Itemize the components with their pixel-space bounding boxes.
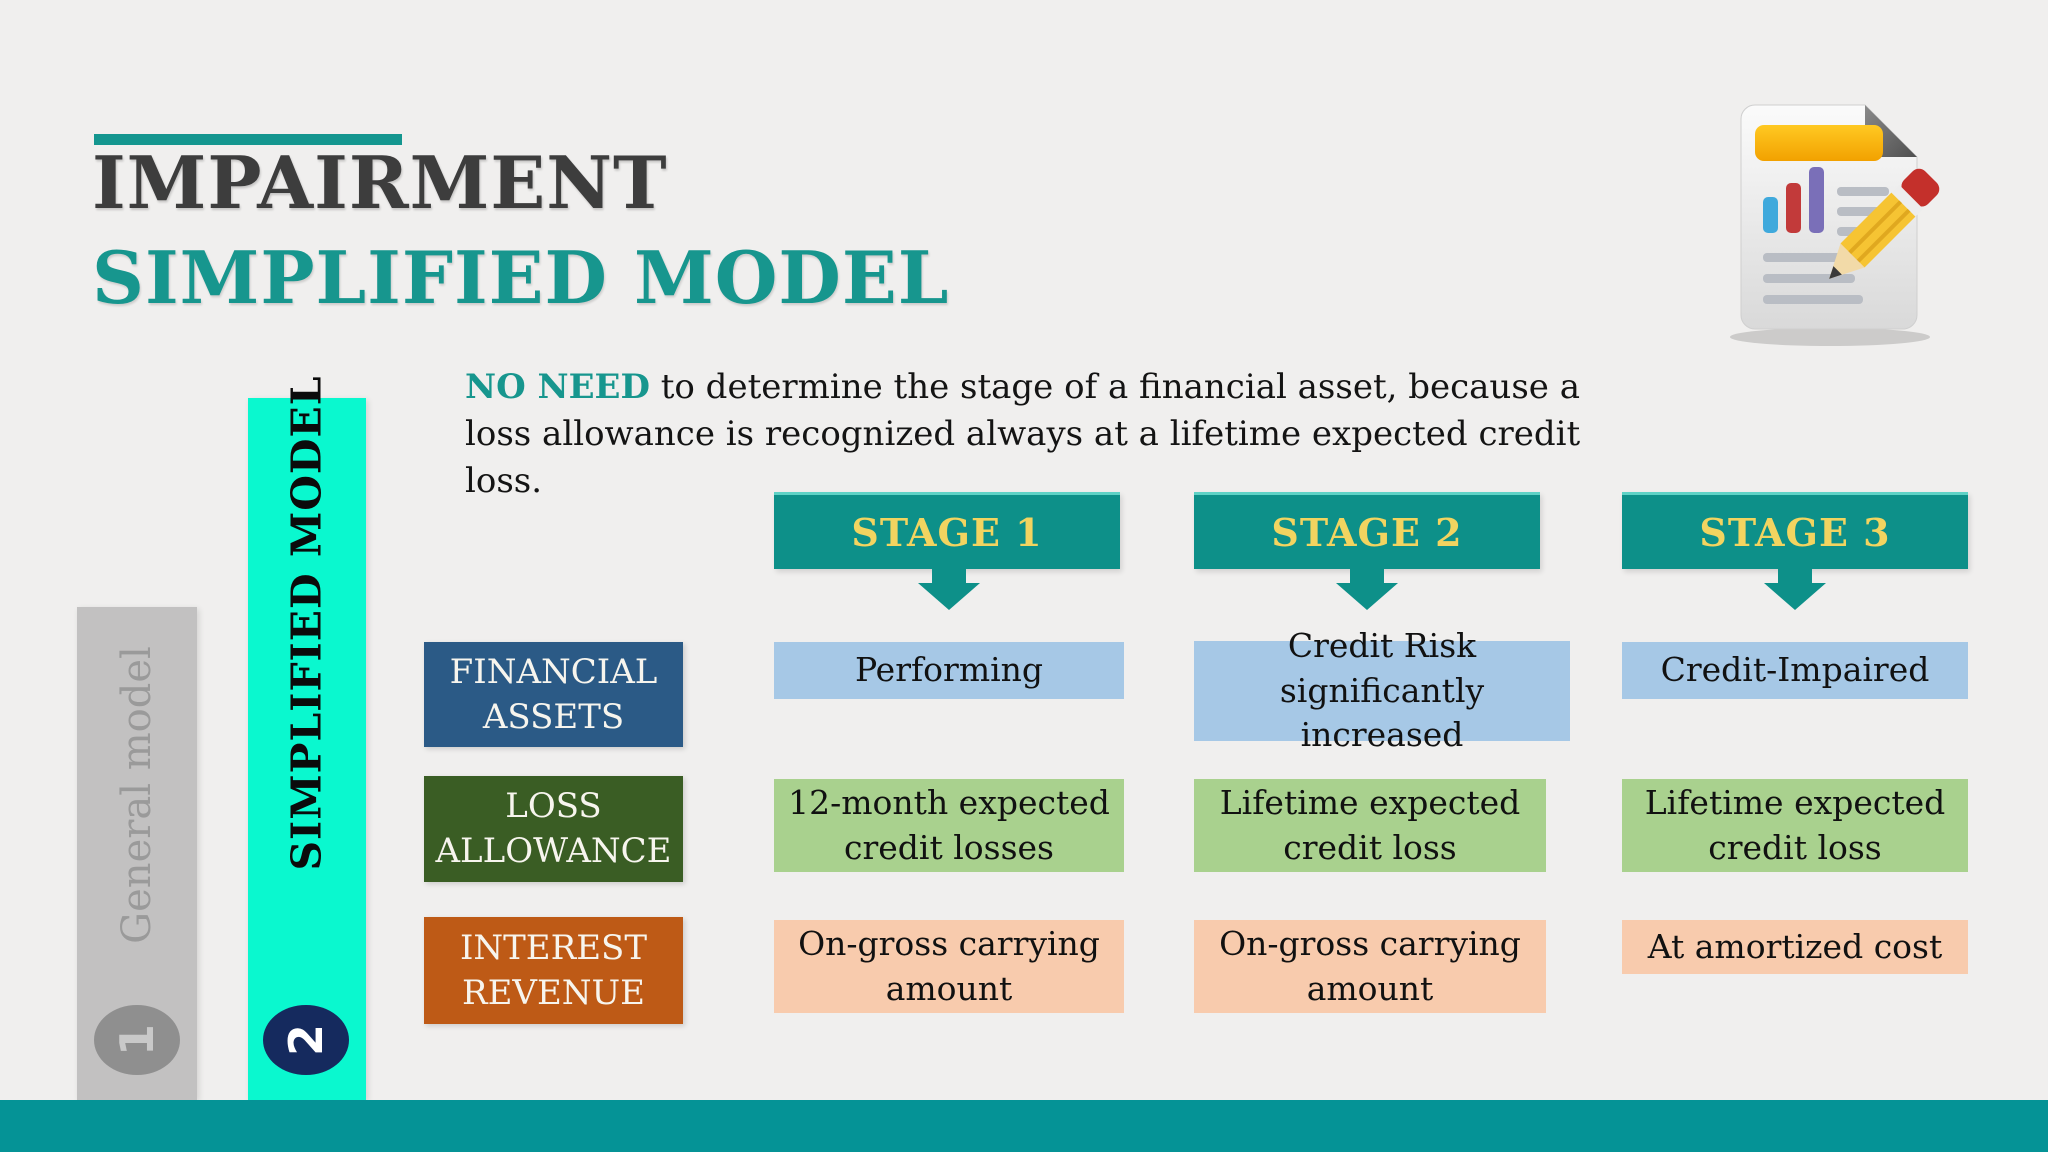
cell-stage1-interest-revenue: On-gross carrying amount bbox=[774, 920, 1124, 1013]
row-label-loss-allowance: LOSS ALLOWANCE bbox=[424, 776, 683, 882]
cell-stage3-interest-revenue: At amortized cost bbox=[1622, 920, 1968, 974]
general-model-label-wrap: General model bbox=[77, 625, 197, 965]
cell-stage1-financial-assets: Performing bbox=[774, 642, 1124, 699]
simplified-model-number: 2 bbox=[278, 1023, 333, 1057]
report-with-chart-and-pencil-icon bbox=[1725, 95, 1955, 350]
cell-stage3-financial-assets: Credit-Impaired bbox=[1622, 642, 1968, 699]
stage-1-arrow-stem bbox=[932, 569, 966, 585]
simplified-model-number-badge: 2 bbox=[263, 1005, 349, 1075]
cell-stage3-loss-allowance: Lifetime expected credit loss bbox=[1622, 779, 1968, 872]
description-highlight: NO NEED bbox=[465, 367, 650, 407]
cell-stage2-financial-assets: Credit Risk significantly increased bbox=[1194, 626, 1570, 754]
simplified-model-bar bbox=[248, 398, 366, 1100]
stage-2-arrow-stem bbox=[1350, 569, 1384, 585]
stage-1-header: STAGE 1 bbox=[774, 492, 1120, 569]
title-accent-rule bbox=[94, 134, 402, 145]
stage-3-arrow-stem bbox=[1778, 569, 1812, 585]
stage-1-down-arrow-icon bbox=[918, 583, 980, 610]
stage-2-header: STAGE 2 bbox=[1194, 492, 1540, 569]
simplified-model-label: SIMPLIFIED MODEL bbox=[283, 375, 332, 871]
page-title: IMPAIRMENT bbox=[92, 140, 668, 225]
cell-stage1-loss-allowance: 12-month expected credit losses bbox=[774, 779, 1124, 872]
row-label-financial-assets: FINANCIAL ASSETS bbox=[424, 642, 683, 747]
general-model-label: General model bbox=[114, 646, 160, 944]
simplified-model-label-wrap: SIMPLIFIED MODEL bbox=[248, 375, 366, 870]
description-body: to determine the stage of a financial as… bbox=[465, 367, 1581, 501]
stage-3-header: STAGE 3 bbox=[1622, 492, 1968, 569]
page-subtitle: SIMPLIFIED MODEL bbox=[92, 235, 950, 320]
cell-stage2-interest-revenue: On-gross carrying amount bbox=[1194, 920, 1546, 1013]
stage-2-down-arrow-icon bbox=[1336, 583, 1398, 610]
description-text: NO NEED to determine the stage of a fina… bbox=[465, 364, 1605, 505]
stage-3-down-arrow-icon bbox=[1764, 583, 1826, 610]
general-model-number-badge: 1 bbox=[94, 1005, 180, 1075]
cell-stage2-loss-allowance: Lifetime expected credit loss bbox=[1194, 779, 1546, 872]
bottom-accent-strip bbox=[0, 1100, 2048, 1152]
row-label-interest-revenue: INTEREST REVENUE bbox=[424, 917, 683, 1024]
general-model-number: 1 bbox=[109, 1023, 164, 1057]
